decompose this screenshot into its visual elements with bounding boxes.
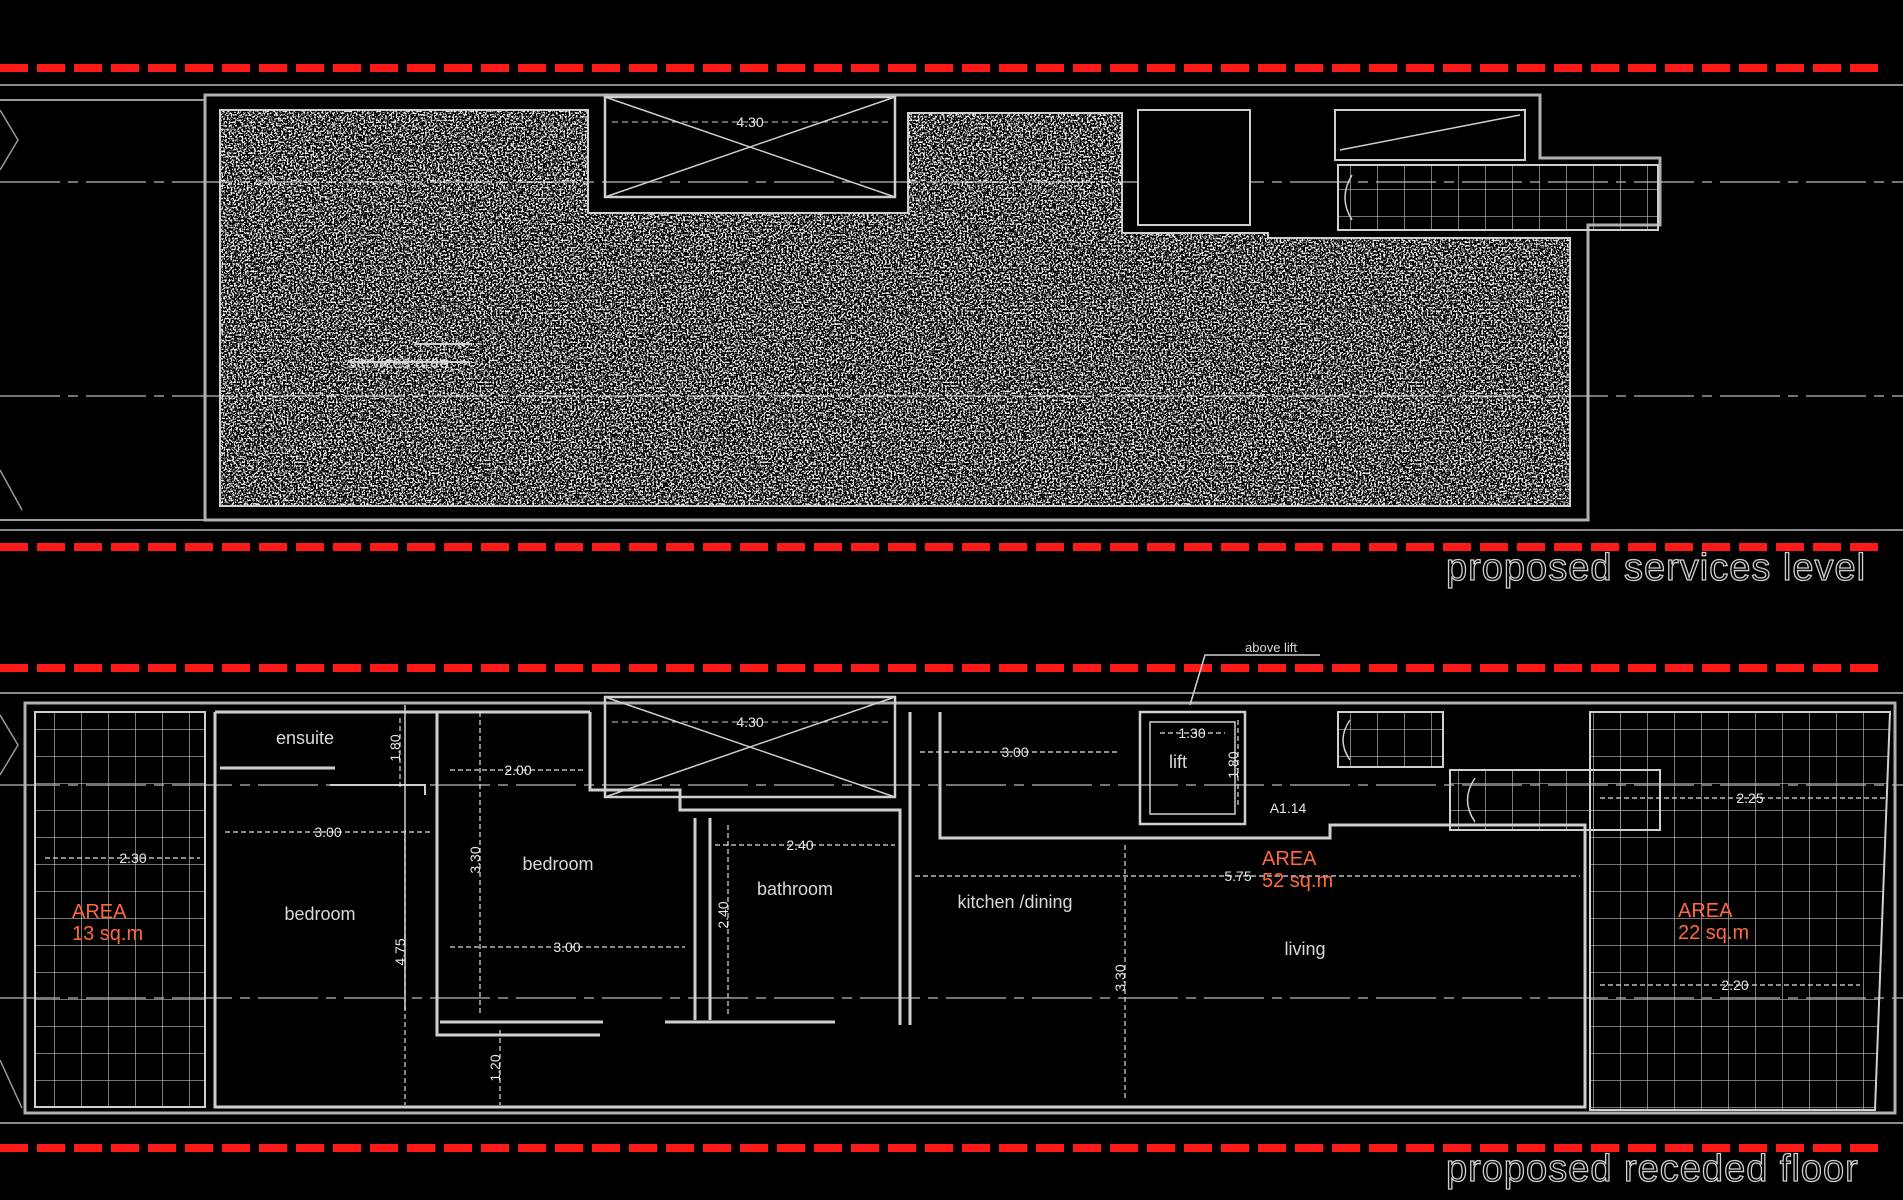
- dim-terrace-width: 2.30: [119, 850, 146, 866]
- area-interior-label: AREA: [1262, 848, 1317, 870]
- services-level-plan: 4.30 services area proposed services lev…: [0, 64, 1903, 590]
- area-right-value: 22 sq.m: [1678, 922, 1749, 944]
- services-outer-wall: [203, 93, 1662, 522]
- dim-right-1: 2.25: [1736, 790, 1763, 806]
- dim-living-width: 5.75: [1224, 868, 1251, 884]
- dim-lift-width: 1.30: [1178, 725, 1205, 741]
- dim-ensuite-height: 1.80: [387, 734, 403, 761]
- area-interior-value: 52 sq.m: [1262, 870, 1333, 892]
- dim-bath-width: 2.40: [786, 837, 813, 853]
- left-terrace: [34, 711, 206, 1108]
- room-ensuite: ensuite: [276, 728, 334, 748]
- void-width-dim-2: 4.30: [736, 714, 763, 730]
- room-living: living: [1284, 939, 1325, 959]
- right-terrace: [1589, 711, 1892, 1111]
- receded-floor-title: proposed receded floor: [1446, 1148, 1859, 1190]
- room-bedroom-2: bedroom: [522, 854, 593, 874]
- above-lift-callout: above lift: [1245, 640, 1297, 655]
- dim-bedroom2-bottom: 3.00: [553, 939, 580, 955]
- dim-lower-height: 1.20: [487, 1054, 503, 1081]
- area-left-value: 13 sq.m: [72, 923, 143, 945]
- room-kitchen-dining: kitchen /dining: [957, 892, 1072, 912]
- void-opening-2: 4.30: [603, 695, 897, 799]
- services-area-label: services area: [348, 353, 450, 372]
- dim-bedroom2-top: 2.00: [504, 762, 531, 778]
- dim-bath-height: 2.40: [715, 901, 731, 928]
- dim-kitchen-width: 3.00: [1001, 744, 1028, 760]
- dim-bedroom1-width: 3.00: [314, 824, 341, 840]
- area-left-label: AREA: [72, 901, 127, 923]
- dim-stair: A1.14: [1270, 800, 1307, 816]
- lift-box: [1138, 710, 1247, 826]
- stair-flight: [1334, 109, 1659, 231]
- lift-shaft: [1137, 109, 1251, 226]
- area-right-label: AREA: [1678, 900, 1733, 922]
- dim-bedroom2-height: 3.30: [467, 846, 483, 873]
- dim-living-height: 3.30: [1112, 964, 1128, 991]
- services-level-title: proposed services level: [1446, 547, 1866, 589]
- void-opening: 4.30: [603, 95, 897, 199]
- services-area-fill: [220, 110, 1570, 506]
- receded-floor-plan: 4.30 above lift: [0, 640, 1903, 1191]
- receded-outer-wall: [23, 701, 1897, 1115]
- room-bedroom-1: bedroom: [284, 904, 355, 924]
- dim-right-2: 2.20: [1721, 977, 1748, 993]
- void-width-dim: 4.30: [736, 114, 763, 130]
- dim-lift-height: 1.80: [1225, 751, 1241, 778]
- dim-bedroom1-height: 4.75: [392, 938, 408, 965]
- room-bathroom: bathroom: [757, 879, 833, 899]
- stair-flight-2: [1337, 711, 1661, 831]
- room-lift: lift: [1169, 752, 1187, 772]
